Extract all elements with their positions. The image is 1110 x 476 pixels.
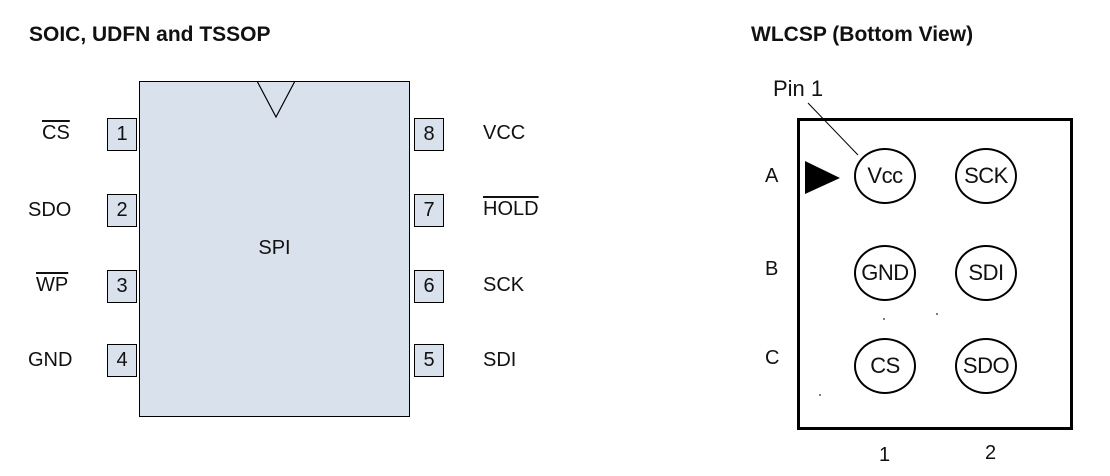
stray-dot xyxy=(883,318,885,320)
pin-label-sdi: SDI xyxy=(483,349,517,371)
pin-label-sck: SCK xyxy=(483,274,525,296)
pin-box-2: 2 xyxy=(107,194,137,227)
stray-dot xyxy=(819,394,821,396)
col-label-1: 1 xyxy=(879,444,891,466)
pin-box-1: 1 xyxy=(107,118,137,151)
col-label-2: 2 xyxy=(985,442,997,464)
wlcsp-title: WLCSP (Bottom View) xyxy=(751,23,974,46)
pin-label-wp: WP xyxy=(36,274,69,296)
pin-label-sdo: SDO xyxy=(28,199,72,221)
pin1-triangle-marker xyxy=(805,161,840,194)
ball-a2: SCK xyxy=(955,148,1017,204)
ball-b1: GND xyxy=(854,245,916,301)
row-label-a: A xyxy=(765,165,779,187)
pin-box-4: 4 xyxy=(107,344,137,377)
ic-center-label: SPI xyxy=(258,237,291,259)
pin-box-5: 5 xyxy=(414,344,444,377)
pin1-notch-marker xyxy=(256,81,296,119)
ball-c1: CS xyxy=(854,338,916,394)
pin-label-hold: HOLD xyxy=(483,198,539,220)
ball-b2: SDI xyxy=(955,245,1017,301)
ic-package-body xyxy=(139,81,410,417)
pin-box-6: 6 xyxy=(414,270,444,303)
row-label-c: C xyxy=(765,347,780,369)
row-label-b: B xyxy=(765,258,779,280)
pin-label-vcc: VCC xyxy=(483,122,526,144)
ball-c2: SDO xyxy=(955,338,1017,394)
wlcsp-package-outline xyxy=(797,118,1073,430)
pin-box-3: 3 xyxy=(107,270,137,303)
stray-dot xyxy=(936,313,938,315)
soic-title: SOIC, UDFN and TSSOP xyxy=(29,23,271,46)
ball-a1: Vcc xyxy=(854,148,916,204)
pin1-label: Pin 1 xyxy=(773,76,824,101)
pin-label-cs: CS xyxy=(42,122,70,144)
pin-box-8: 8 xyxy=(414,118,444,151)
pin-box-7: 7 xyxy=(414,194,444,227)
pin-label-gnd: GND xyxy=(28,349,73,371)
